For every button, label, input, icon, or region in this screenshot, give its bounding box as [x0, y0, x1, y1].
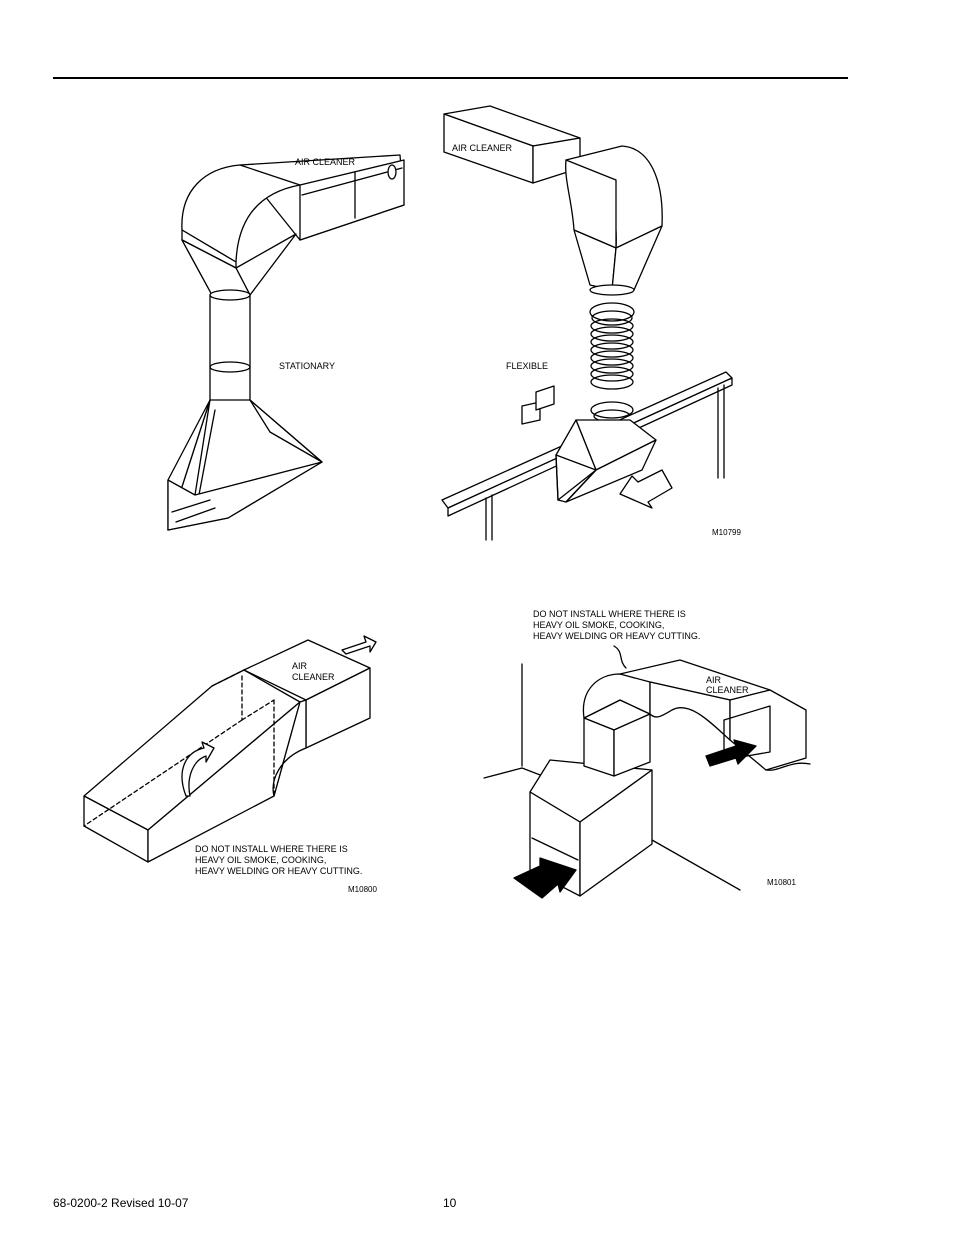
hood-air-label: AIR — [292, 661, 308, 671]
stationary-caption: STATIONARY — [279, 361, 336, 371]
cabinet-air-label: AIR — [706, 675, 722, 685]
footer-doc-number: 68-0200-2 Revised 10-07 — [53, 1196, 189, 1210]
flexible-caption: FLEXIBLE — [506, 361, 549, 371]
footer-page-number: 10 — [443, 1196, 457, 1210]
hood-duct-illustration — [83, 635, 377, 863]
cabinet-warning-line3: HEAVY WELDING OR HEAVY CUTTING. — [533, 631, 701, 641]
figure-code-m10801: M10801 — [767, 878, 796, 887]
cabinet-warning-line2: HEAVY OIL SMOKE, COOKING, — [533, 620, 665, 630]
hood-warning-line1: DO NOT INSTALL WHERE THERE IS — [195, 844, 348, 854]
stationary-hood-illustration — [167, 154, 405, 531]
cabinet-cleaner-label: CLEANER — [706, 685, 749, 695]
flexible-air-cleaner-label: AIR CLEANER — [452, 143, 513, 153]
cabinet-warning-line1: DO NOT INSTALL WHERE THERE IS — [533, 609, 686, 619]
header-rule — [53, 77, 848, 79]
flexible-hood-illustration — [441, 105, 733, 541]
hood-warning-line3: HEAVY WELDING OR HEAVY CUTTING. — [195, 866, 363, 876]
figure-code-m10799: M10799 — [712, 528, 741, 537]
hood-cleaner-label: CLEANER — [292, 672, 335, 682]
cabinet-duct-illustration — [483, 645, 811, 899]
stationary-air-cleaner-label: AIR CLEANER — [295, 157, 356, 167]
figure-code-m10800: M10800 — [348, 885, 377, 894]
hood-warning-line2: HEAVY OIL SMOKE, COOKING, — [195, 855, 327, 865]
